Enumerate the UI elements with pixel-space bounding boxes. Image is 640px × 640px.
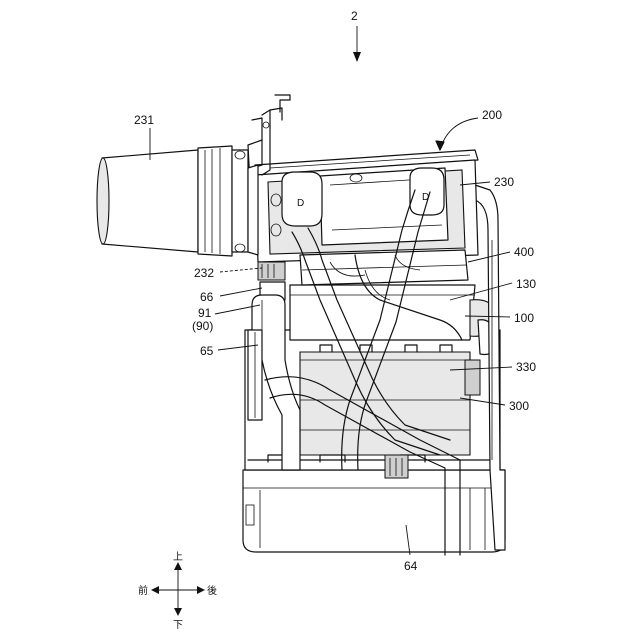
bottom-connector [385,455,408,478]
dir-back: 後 [207,584,217,597]
dir-down: 下 [173,620,183,631]
dir-front: 前 [138,584,148,597]
label-66: 66 [200,290,214,304]
label-91: 91 [198,306,212,320]
arrowhead-2 [353,52,361,62]
label-64: 64 [404,559,418,573]
dir-up: 上 [173,551,183,563]
svg-text:D: D [297,198,304,209]
connector-232 [258,262,285,300]
label-231: 231 [134,113,154,127]
label-400: 400 [514,245,534,259]
top-unit-200: D D [255,150,478,262]
label-300: 300 [509,399,529,413]
leader-200 [440,118,478,150]
intake-duct-231 [97,146,258,256]
leader-232 [220,268,262,272]
label-130: 130 [516,277,536,291]
arrowhead-200 [436,141,444,150]
label-90: (90) [192,319,213,333]
label-330: 330 [516,360,536,374]
label-230: 230 [494,175,514,189]
label-100: 100 [514,311,534,325]
leader-66 [220,288,262,296]
label-232: 232 [194,266,214,280]
label-2: 2 [351,9,358,23]
label-200: 200 [482,108,502,122]
label-65: 65 [200,344,214,358]
direction-indicator: 上 下 前 後 [138,551,217,631]
battery-unit-64 [243,470,505,552]
